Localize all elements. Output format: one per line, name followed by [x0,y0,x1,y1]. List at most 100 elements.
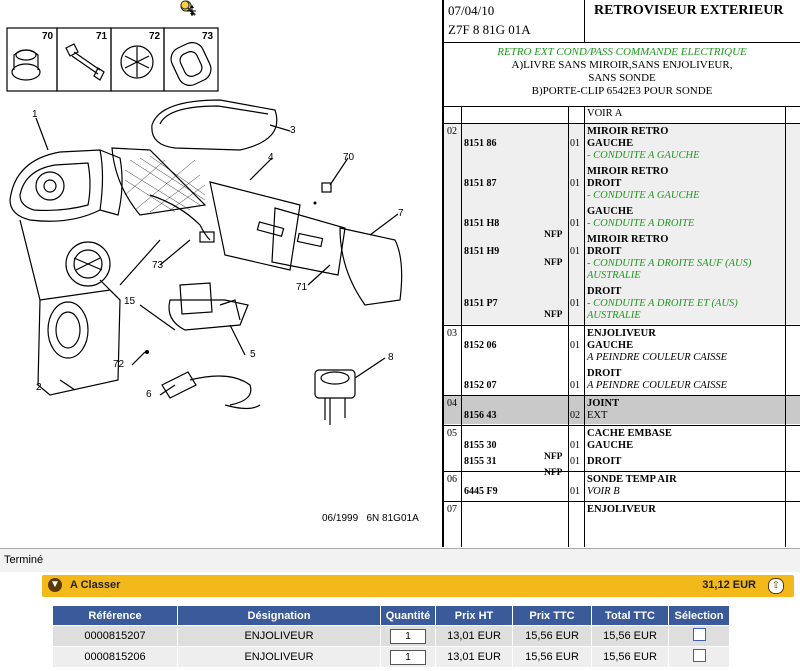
col-designation[interactable]: Désignation [177,605,381,626]
col-selection[interactable]: Sélection [668,605,730,626]
note-line-2: A)LIVRE SANS MIROIR,SANS ENJOLIVEUR, [511,59,733,71]
inset-label-70: 70 [42,31,54,42]
col-divider-2 [568,107,569,547]
col-quantite[interactable]: Quantité [380,605,436,626]
callout-2[interactable]: 2 [36,382,42,393]
part-reference[interactable]: 8152 07 [464,380,497,391]
cell-prix-ht: 13,01 EUR [435,646,513,668]
part-description: DROIT- CONDUITE A DROITE ET (AUS)AUSTRAL… [587,286,738,321]
part-quantity: 01 [570,178,580,189]
callout-4[interactable]: 4 [268,152,274,163]
pane-divider [442,0,444,547]
callout-73[interactable]: 73 [152,260,164,271]
callout-7[interactable]: 7 [398,208,404,219]
part-reference[interactable]: 8151 86 [464,138,497,149]
quantity-input[interactable] [390,628,426,644]
select-checkbox[interactable] [692,628,706,641]
callout-72[interactable]: 72 [113,359,125,370]
part-reference[interactable]: 8151 87 [464,178,497,189]
group-number: 06 [447,474,457,485]
callout-70[interactable]: 70 [343,152,355,163]
zoom-toolbar [180,0,252,16]
col-prix-ht[interactable]: Prix HT [435,605,513,626]
catalog-code: Z7F 8 81G 01A [448,22,531,37]
callout-15[interactable]: 15 [124,296,136,307]
cell-quantite [380,646,436,668]
cart-table: Référence Désignation Quantité Prix HT P… [52,605,730,668]
status-bar: Terminé [0,548,800,573]
move-icon[interactable] [180,0,252,16]
select-checkbox[interactable] [692,649,706,662]
catalog-date: 07/04/10 [448,3,495,18]
inset-label-72: 72 [149,31,161,42]
cell-total-ttc: 15,56 EUR [591,625,669,647]
col-total-ttc[interactable]: Total TTC [591,605,669,626]
note-line-3: SANS SONDE [588,72,656,84]
col-divider-4 [785,107,786,547]
callout-6[interactable]: 6 [146,389,152,400]
part-group: 07 ENJOLIVEUR [444,502,800,518]
group-separator [444,325,800,326]
group-number: 07 [447,504,457,515]
exploded-diagram[interactable]: 70 71 72 73 1 2 3 4 5 6 7 8 15 70 71 72 … [0,0,443,547]
table-row: 0000815206 ENJOLIVEUR 13,01 EUR 15,56 EU… [52,646,730,668]
col-reference[interactable]: Référence [52,605,178,626]
part-quantity: 01 [570,440,580,451]
part-description: ENJOLIVEUR [587,504,656,515]
part-reference[interactable]: 8155 30 [464,440,497,451]
nfp-badge: NFP [544,468,563,478]
part-quantity: 02 [570,410,580,421]
callout-8[interactable]: 8 [388,352,394,363]
nfp-badge: NFP [544,258,563,268]
part-quantity: 01 [570,298,580,309]
export-icon[interactable]: ⇧ [768,578,784,594]
part-reference[interactable]: 8152 06 [464,340,497,351]
part-reference[interactable]: 6445 F9 [464,486,498,497]
cell-prix-ht: 13,01 EUR [435,625,513,647]
cell-designation: ENJOLIVEUR [177,646,381,668]
part-quantity: 01 [570,246,580,257]
part-quantity: 01 [570,138,580,149]
col-prix-ttc[interactable]: Prix TTC [512,605,592,626]
cell-quantite [380,625,436,647]
cell-reference: 0000815206 [52,646,178,668]
part-reference[interactable]: 8151 H9 [464,246,500,257]
part-description: DROIT [587,456,622,467]
group-separator [444,123,800,124]
part-reference[interactable]: 8151 H8 [464,218,500,229]
collapse-arrow-icon[interactable]: ▼ [48,578,62,592]
callout-5[interactable]: 5 [250,349,256,360]
callout-3[interactable]: 3 [290,125,296,136]
cart-title: A Classer [70,579,121,591]
note-line-1: RETRO EXT COND/PASS COMMANDE ELECTRIQUE [497,46,747,58]
group-separator [444,395,800,396]
part-reference[interactable]: 8155 31 [464,456,497,467]
callout-1[interactable]: 1 [32,109,38,120]
part-quantity: 01 [570,380,580,391]
cell-prix-ttc: 15,56 EUR [512,625,592,647]
diagram-drawing [6,27,403,425]
voir-a-label: VOIR A [587,108,623,119]
callout-71[interactable]: 71 [296,282,308,293]
cell-total-ttc: 15,56 EUR [591,646,669,668]
part-reference[interactable]: 8156 43 [464,410,497,421]
part-description: GAUCHE- CONDUITE A DROITE [587,206,695,229]
quantity-input[interactable] [390,649,426,665]
catalog-notes: RETRO EXT COND/PASS COMMANDE ELECTRIQUE … [444,43,800,107]
header-divider [584,0,585,42]
part-reference[interactable]: 8151 P7 [464,298,498,309]
part-quantity: 01 [570,340,580,351]
cart-header[interactable]: ▼ A Classer 31,12 EUR ⇧ [42,575,794,597]
group-number: 02 [447,126,457,137]
diagram-footer: 06/1999 6N 81G01A [322,513,419,524]
